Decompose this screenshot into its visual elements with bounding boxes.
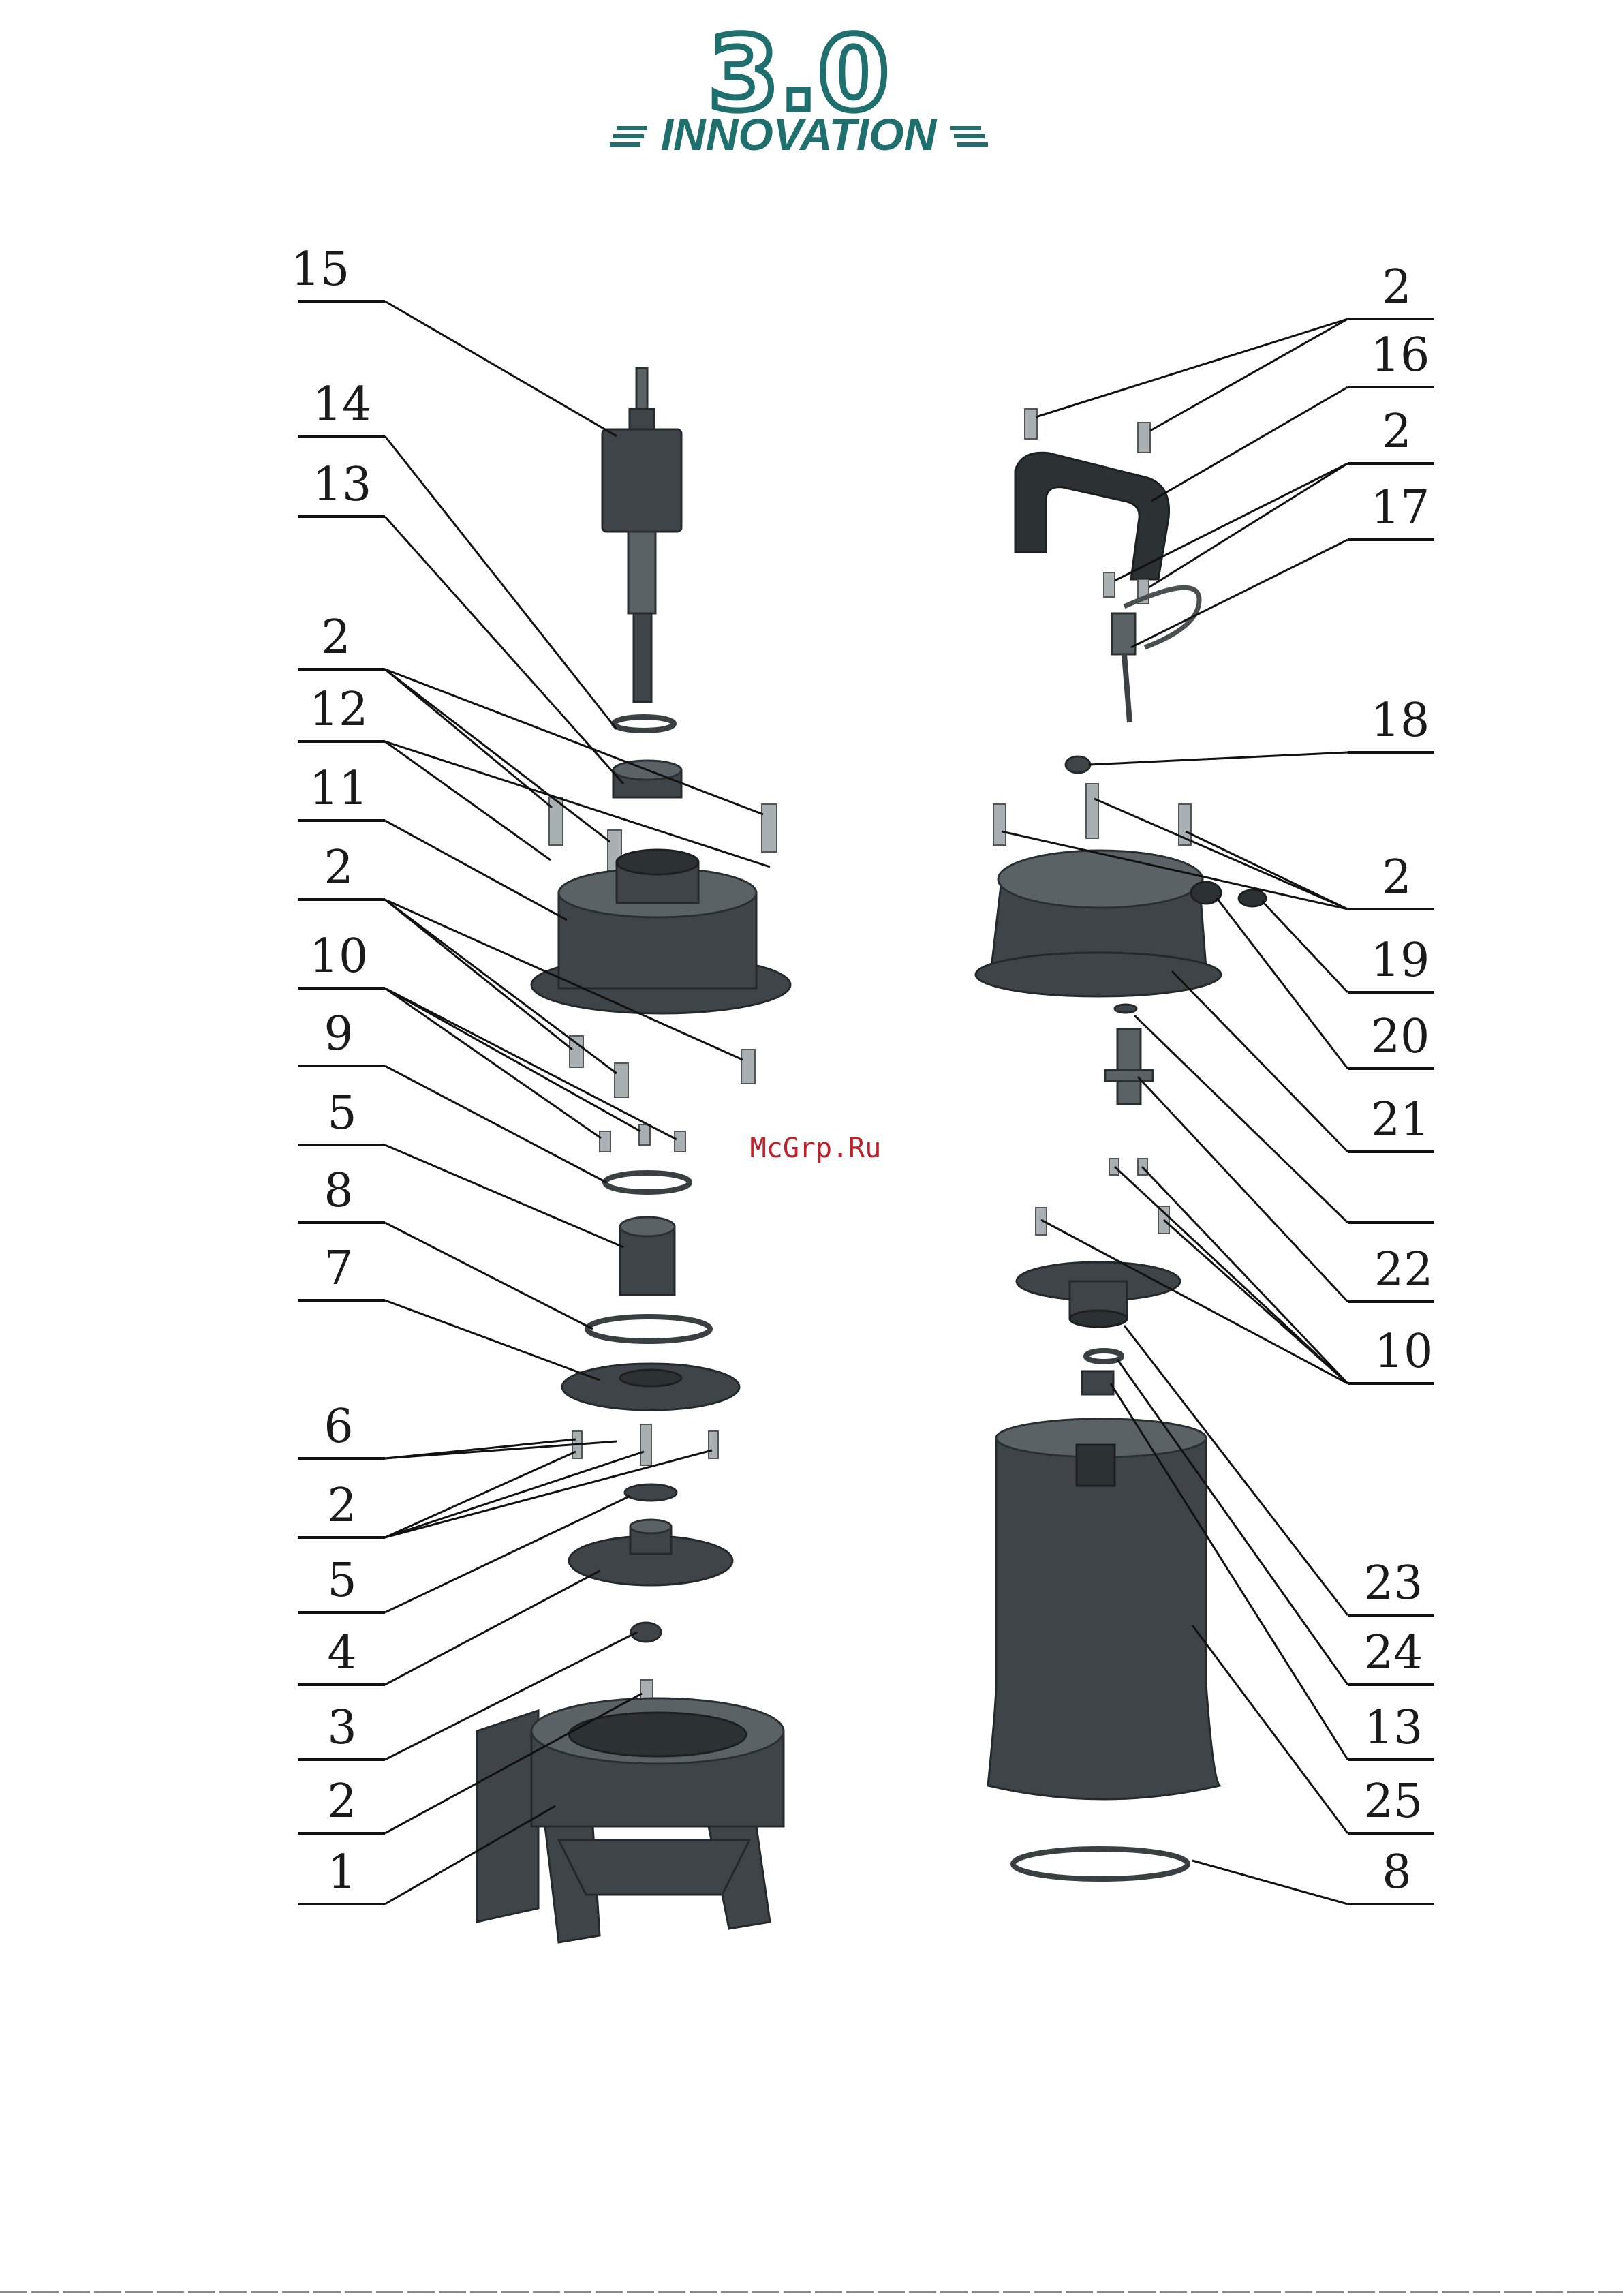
callout-left-5: 12 — [298, 683, 770, 867]
cable-clamp — [1191, 882, 1221, 904]
bolt — [1086, 784, 1098, 838]
callout-label: 19 — [1371, 934, 1430, 988]
callout-label: 14 — [313, 378, 372, 431]
callout-label: 2 — [327, 1775, 356, 1828]
stator-housing — [988, 1419, 1220, 1799]
bolt — [1104, 572, 1115, 597]
handle — [1015, 453, 1169, 579]
circlip — [614, 717, 674, 731]
callout-label: 20 — [1371, 1010, 1430, 1064]
bolt — [1138, 423, 1150, 453]
callout-label: 9 — [324, 1007, 353, 1061]
left-assembly — [477, 368, 790, 1942]
callout-label: 2 — [324, 841, 353, 895]
screw — [600, 1131, 610, 1152]
callout-left-2: 14 — [298, 378, 617, 729]
screw — [640, 1424, 651, 1465]
callout-right-7: 19 — [1262, 901, 1434, 992]
callout-label: 4 — [327, 1626, 356, 1680]
bolt — [1025, 409, 1037, 439]
cable-gland — [1112, 587, 1199, 722]
callout-label: 10 — [1374, 1325, 1434, 1379]
callout-right-4: 17 — [1131, 481, 1434, 647]
callout-label: 25 — [1364, 1775, 1423, 1828]
callout-label: 18 — [1371, 694, 1430, 748]
callout-left-12: 7 — [298, 1242, 600, 1380]
motor-flange — [1017, 1262, 1180, 1327]
callout-label: 23 — [1364, 1557, 1423, 1610]
callout-label: 2 — [1382, 260, 1411, 314]
callout-label: 11 — [309, 762, 369, 816]
callout-label: 5 — [327, 1554, 356, 1608]
upper-housing — [531, 850, 790, 1013]
plug — [1066, 756, 1090, 773]
callout-label: 22 — [1374, 1243, 1434, 1297]
housing-o-ring — [1013, 1849, 1188, 1879]
callout-label: 3 — [327, 1701, 356, 1755]
callout-label: 13 — [1364, 1701, 1423, 1755]
bolt — [615, 1063, 628, 1097]
bolt — [741, 1050, 755, 1084]
mechanical-seal — [620, 1217, 675, 1295]
bolt — [762, 804, 777, 852]
brand-logo: 3.0 INNOVATION — [610, 15, 988, 159]
callout-label: 13 — [313, 458, 372, 512]
gasket — [605, 1173, 690, 1192]
impeller — [569, 1520, 732, 1585]
bearing — [1082, 1371, 1113, 1394]
callout-label: 2 — [1382, 851, 1411, 904]
callout-label: 2 — [321, 611, 350, 664]
callout-label: 24 — [1364, 1626, 1423, 1680]
bolt — [993, 804, 1006, 845]
callout-label: 8 — [324, 1164, 353, 1218]
callout-label: 7 — [324, 1242, 353, 1296]
screw — [639, 1124, 650, 1145]
screw — [709, 1431, 718, 1458]
callout-label: 1 — [327, 1846, 356, 1899]
callout-label: 12 — [309, 683, 369, 737]
watermark-text: McGrp.Ru — [750, 1133, 882, 1164]
rotor-shaft — [602, 368, 681, 702]
callout-label: 5 — [327, 1086, 356, 1140]
callout-label: 2 — [327, 1479, 356, 1533]
terminal-block — [1105, 1029, 1153, 1104]
screw — [675, 1131, 685, 1152]
screw — [1109, 1159, 1119, 1175]
pump-base — [477, 1698, 784, 1942]
callout-label: 16 — [1371, 328, 1430, 382]
callout-label: 15 — [291, 243, 350, 296]
washer — [1115, 1005, 1137, 1013]
callout-label: 6 — [324, 1400, 353, 1454]
small-ring — [1086, 1351, 1122, 1362]
callout-right-16: 8 — [1192, 1846, 1434, 1904]
logo-wordmark: INNOVATION — [661, 109, 938, 159]
callout-label: 17 — [1371, 481, 1430, 535]
callout-right-5: 18 — [1089, 694, 1434, 765]
callout-label: 10 — [309, 930, 369, 983]
o-ring — [587, 1317, 710, 1341]
callout-label: 21 — [1371, 1093, 1430, 1147]
left-callouts: 15 14 13 2 12 11 — [291, 243, 770, 1904]
screw — [1239, 890, 1266, 906]
right-assembly — [976, 409, 1266, 1879]
callout-label: 8 — [1382, 1846, 1411, 1899]
seal-plate — [562, 1364, 739, 1410]
callout-label: 2 — [1382, 405, 1411, 459]
washer — [625, 1484, 677, 1501]
callout-left-13: 6 — [298, 1400, 617, 1458]
